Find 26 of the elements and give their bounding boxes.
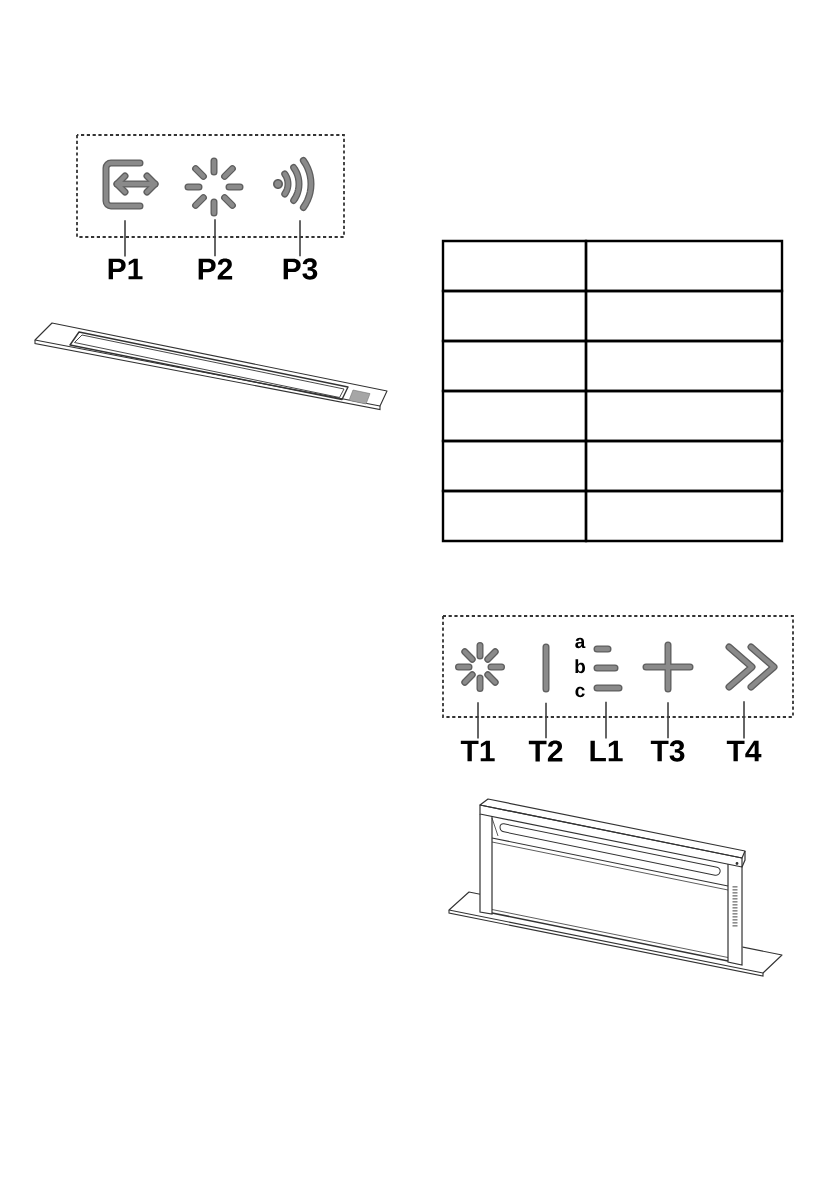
callout-label: T2 [528,740,563,762]
leader-line [667,701,669,739]
vertical-bar-icon [542,643,550,693]
leader-line [545,701,547,740]
level-letter: b [575,659,585,674]
leader-line [743,700,745,740]
double-chevron-icon [725,643,778,691]
leader-line [605,700,607,740]
level-bars-icon [593,645,623,692]
leader-line [214,218,216,258]
signal-waves-icon [273,157,315,211]
spinner-icon [184,157,244,217]
callout-label: T3 [650,740,685,762]
level-letter: a [575,637,586,649]
leader-line [299,219,301,257]
callout-label: P2 [198,258,233,280]
spinner-icon [455,642,505,692]
level-letter: c [575,686,585,698]
callout-label: L1 [590,740,623,762]
plus-icon [642,641,694,693]
leader-line [124,219,126,258]
callout-label: T1 [460,740,495,762]
callout-label: P1 [108,258,143,280]
leader-line [477,701,479,740]
callout-label: P3 [283,258,318,280]
callout-label: T4 [726,740,762,762]
